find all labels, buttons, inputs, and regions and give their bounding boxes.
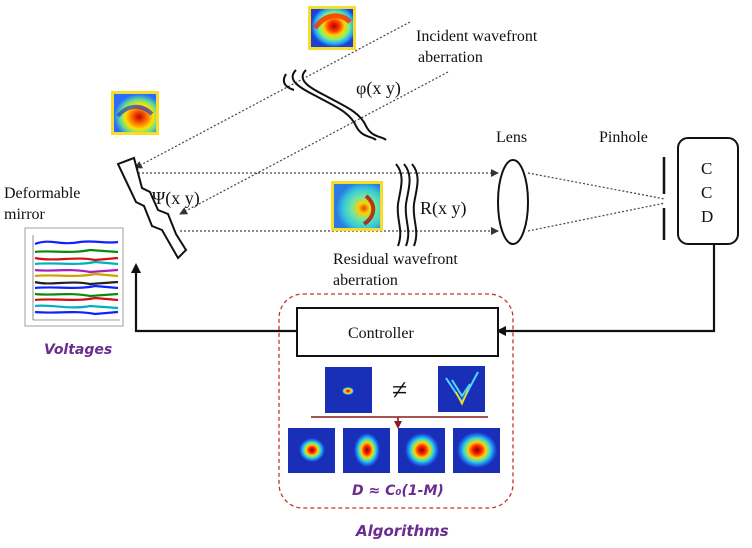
ccd-camera [677, 137, 739, 245]
not-equal-symbol: ≠ [392, 375, 407, 406]
dm-label-line1: Deformable [4, 185, 80, 202]
algorithms-label: Algorithms [355, 522, 449, 540]
deformable-mirror [116, 156, 188, 260]
dm-label-line2: mirror [4, 206, 46, 223]
incident-wavefront-icon [282, 69, 387, 141]
psi-label: Ψ(x y) [152, 188, 200, 209]
phi-label: φ(x y) [356, 78, 401, 99]
residual-wavefront-icon [395, 163, 419, 247]
iteration-separator [311, 416, 488, 429]
psf-iterations [288, 428, 500, 473]
ccd-label-c1: C [701, 159, 712, 178]
controller-label: Controller [348, 325, 414, 342]
feedback-loop [131, 244, 716, 336]
ccd-label-d: D [701, 207, 713, 226]
lens-label: Lens [496, 129, 527, 146]
incident-label-line2: aberration [418, 49, 483, 66]
psf-target [438, 366, 485, 412]
algorithm-region [278, 293, 514, 509]
incident-label-line1: Incident wavefront [416, 28, 538, 45]
residual-phase-map [331, 181, 383, 231]
r-label: R(x y) [420, 198, 467, 219]
residual-label-line2: aberration [333, 272, 398, 289]
voltage-plot [24, 227, 124, 327]
lens [497, 159, 529, 245]
residual-label-line1: Residual wavefront [333, 251, 458, 268]
beam-to-lens [138, 169, 499, 235]
incident-phase-map [308, 6, 356, 50]
incident-beam-rays [134, 21, 449, 215]
focusing-rays [527, 172, 666, 232]
psf-measured [325, 367, 372, 413]
ccd-label-c2: C [701, 183, 712, 202]
pinhole-label: Pinhole [599, 129, 648, 146]
cost-formula: D ≈ C₀(1-M) [352, 483, 444, 499]
voltages-label: Voltages [44, 342, 112, 358]
dm-phase-map [111, 91, 159, 135]
controller-box [296, 307, 499, 357]
diagram-labels: Incident wavefront aberration φ(x y) Len… [4, 28, 713, 540]
